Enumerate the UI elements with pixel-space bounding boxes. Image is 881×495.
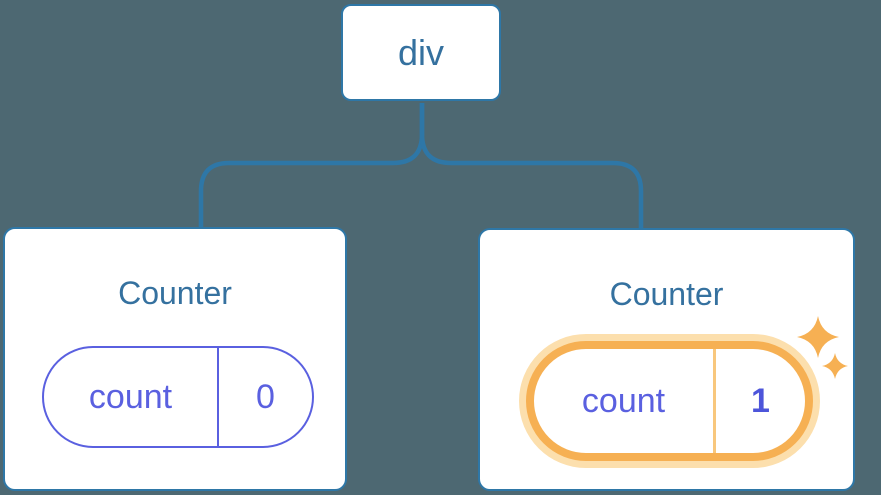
sparkle-icon — [797, 316, 848, 379]
state-key: count — [534, 349, 716, 453]
root-node-label: div — [397, 31, 445, 73]
state-value: 0 — [256, 377, 275, 416]
component-title: Counter — [118, 275, 232, 311]
sparkle-large-icon — [797, 316, 839, 358]
state-pill-highlighted: count 1 — [526, 341, 813, 461]
sparkle-small-icon — [822, 353, 848, 379]
root-node-div: div — [341, 4, 501, 101]
connector-right-branch — [419, 103, 644, 228]
counter-component-left: Counter count 0 — [3, 227, 347, 491]
counter-component-right: Counter count 1 — [478, 228, 855, 491]
connector-left-branch — [198, 103, 425, 228]
component-title: Counter — [609, 276, 724, 312]
state-pill: count 0 — [42, 346, 314, 448]
state-key: count — [44, 348, 219, 446]
state-value: 1 — [751, 381, 770, 420]
